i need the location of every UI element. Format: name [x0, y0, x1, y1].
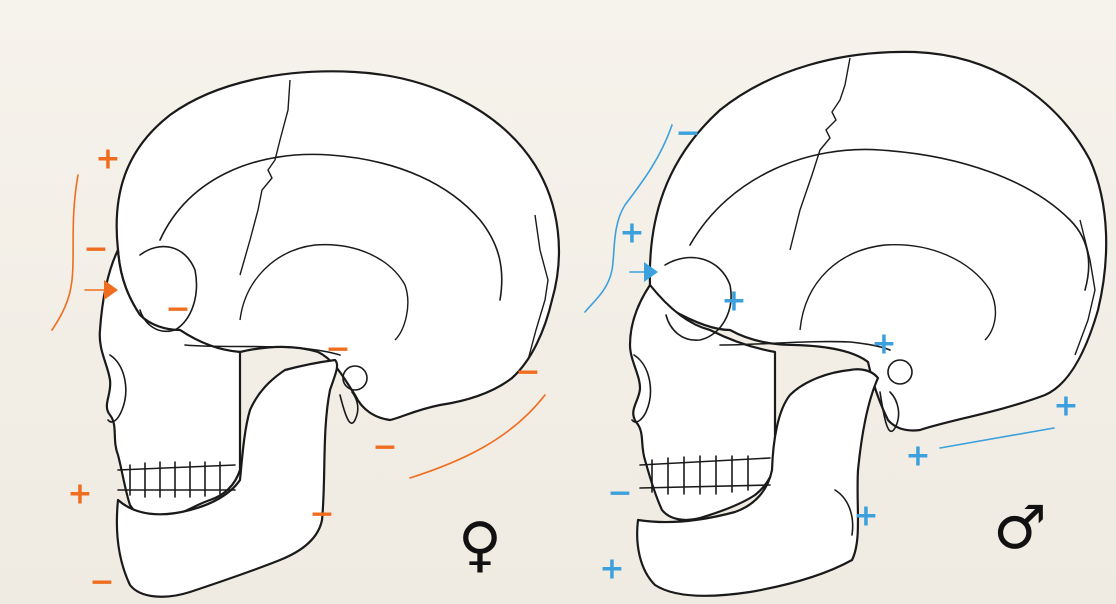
male-occipital-line	[940, 428, 1054, 448]
female-marker-minus: −	[89, 565, 114, 600]
male-marker-plus: +	[599, 552, 624, 587]
male-skull: − + + + + + − + + ♂	[585, 52, 1106, 596]
male-marker-plus: +	[1053, 389, 1078, 424]
female-symbol: ♀	[458, 510, 502, 580]
female-marker-minus: −	[515, 355, 540, 390]
male-marker-plus: +	[721, 284, 746, 319]
female-marker-minus: −	[372, 430, 397, 465]
female-mastoid-process	[340, 392, 358, 423]
male-marker-plus: +	[853, 499, 878, 534]
female-marker-minus: −	[309, 497, 334, 532]
female-marker-minus: −	[83, 232, 108, 267]
male-marker-plus: +	[619, 216, 644, 251]
male-symbol: ♂	[993, 493, 1047, 563]
male-marker-plus: +	[871, 327, 896, 362]
male-marker-plus: +	[905, 439, 930, 474]
female-marker-plus: +	[95, 142, 120, 177]
male-marker-minus: −	[607, 476, 632, 511]
female-marker-plus: +	[67, 477, 92, 512]
female-marker-minus: −	[325, 332, 350, 367]
female-marker-minus: −	[165, 292, 190, 327]
male-marker-minus: −	[675, 116, 700, 151]
female-frontal-profile-line	[52, 175, 78, 330]
female-skull: + − − − − − + − − ♀	[52, 71, 559, 599]
